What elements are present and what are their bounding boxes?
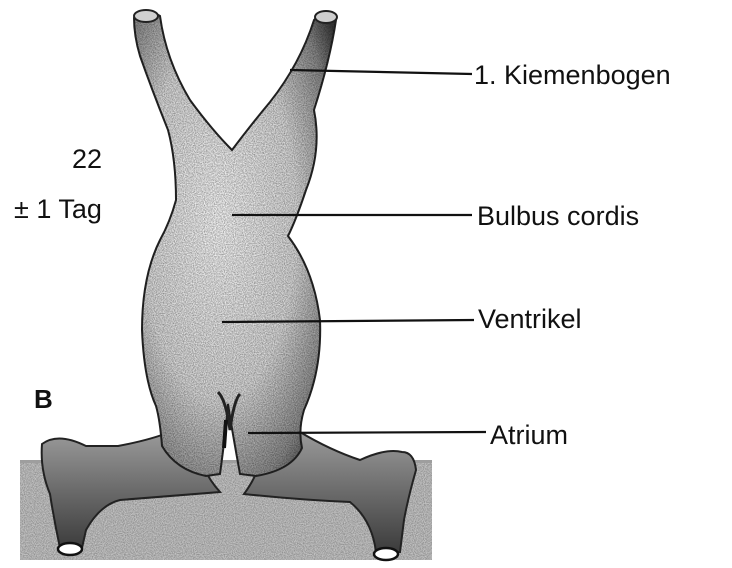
age-days: 22 <box>72 146 102 173</box>
label-atrium: Atrium <box>490 422 568 449</box>
label-kiemenbogen: 1. Kiemenbogen <box>474 62 671 89</box>
leader-atrium <box>248 432 486 433</box>
heart-tube-body <box>134 10 337 476</box>
label-bulbus-cordis: Bulbus cordis <box>477 203 639 230</box>
label-ventrikel: Ventrikel <box>478 306 582 333</box>
panel-letter: B <box>34 386 53 412</box>
age-tolerance: ± 1 Tag <box>14 196 102 223</box>
